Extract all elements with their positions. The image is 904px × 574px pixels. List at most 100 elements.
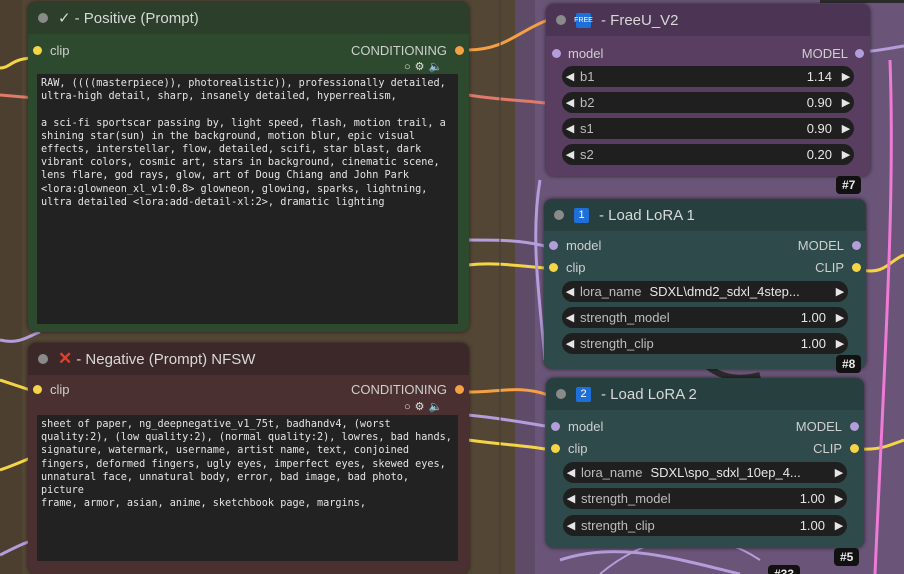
- widget-b2[interactable]: ◀ b2 0.90 ▶: [562, 92, 854, 113]
- increment-arrow-icon[interactable]: ▶: [834, 467, 844, 479]
- widget-value: SDXL\spo_sdxl_10ep_4...: [650, 465, 801, 480]
- clip-input-socket[interactable]: [549, 263, 558, 272]
- node-title: - Negative (Prompt) NFSW: [76, 350, 256, 368]
- model-output-socket[interactable]: [852, 241, 861, 250]
- freeu-icon: FREE: [574, 12, 593, 28]
- model-input-label: model: [568, 419, 604, 434]
- decrement-arrow-icon[interactable]: ◀: [566, 467, 576, 479]
- widget-strength-model[interactable]: ◀ strength_model 1.00 ▶: [562, 307, 848, 328]
- node-title-bar[interactable]: 2 - Load LoRA 2: [546, 378, 864, 410]
- model-output-socket[interactable]: [850, 422, 859, 431]
- gear-icon[interactable]: ⚙: [414, 61, 429, 73]
- circle-icon[interactable]: ○: [404, 61, 415, 73]
- clip-input-label: clip: [50, 382, 70, 397]
- collapse-toggle-icon[interactable]: [38, 354, 48, 364]
- widget-toolbar[interactable]: ○⚙🔈: [404, 400, 446, 413]
- decrement-arrow-icon[interactable]: ◀: [566, 520, 576, 532]
- increment-arrow-icon[interactable]: ▶: [841, 71, 851, 83]
- widget-s2[interactable]: ◀ s2 0.20 ▶: [562, 144, 854, 165]
- increment-arrow-icon[interactable]: ▶: [841, 97, 851, 109]
- widget-s1[interactable]: ◀ s1 0.90 ▶: [562, 118, 854, 139]
- decrement-arrow-icon[interactable]: ◀: [565, 123, 575, 135]
- increment-arrow-icon[interactable]: ▶: [834, 520, 844, 532]
- gear-icon[interactable]: ⚙: [414, 401, 429, 413]
- decrement-arrow-icon[interactable]: ◀: [565, 71, 575, 83]
- model-row: model MODEL: [546, 418, 864, 436]
- clip-output-socket[interactable]: [852, 263, 861, 272]
- widget-strength-clip[interactable]: ◀ strength_clip 1.00 ▶: [562, 333, 848, 354]
- widget-value: 0.90: [806, 121, 832, 136]
- model-output-label: MODEL: [801, 46, 848, 61]
- node-title-bar[interactable]: 1 - Load LoRA 1: [544, 199, 866, 231]
- collapse-toggle-icon[interactable]: [556, 15, 566, 25]
- widget-lora-name[interactable]: ◀ lora_name SDXL\dmd2_sdxl_4step... ▶: [562, 281, 848, 302]
- model-output-label: MODEL: [795, 419, 842, 434]
- model-output-socket[interactable]: [855, 49, 864, 58]
- clip-output-label: CLIP: [815, 260, 844, 275]
- node-title-bar[interactable]: FREE - FreeU_V2: [546, 4, 870, 36]
- widget-lora-name[interactable]: ◀ lora_name SDXL\spo_sdxl_10ep_4... ▶: [563, 462, 847, 483]
- decrement-arrow-icon[interactable]: ◀: [565, 338, 575, 350]
- node-positive-prompt[interactable]: ✓ - Positive (Prompt) clip CONDITIONING …: [28, 2, 469, 332]
- decrement-arrow-icon[interactable]: ◀: [566, 493, 576, 505]
- decrement-arrow-icon[interactable]: ◀: [565, 97, 575, 109]
- increment-arrow-icon[interactable]: ▶: [835, 286, 845, 298]
- prompt-textarea[interactable]: RAW, ((((masterpiece)), photorealistic))…: [37, 74, 458, 324]
- decrement-arrow-icon[interactable]: ◀: [565, 149, 575, 161]
- prompt-textarea[interactable]: sheet of paper, ng_deepnegative_v1_75t, …: [37, 415, 458, 561]
- clip-output-label: CLIP: [813, 441, 842, 456]
- clip-input-label: clip: [568, 441, 588, 456]
- increment-arrow-icon[interactable]: ▶: [834, 493, 844, 505]
- speaker-icon[interactable]: 🔈: [428, 61, 447, 73]
- increment-arrow-icon[interactable]: ▶: [841, 123, 851, 135]
- widget-value: 1.00: [800, 336, 826, 351]
- node-id-badge: #5: [834, 548, 860, 566]
- widget-value: 0.20: [806, 147, 832, 162]
- widget-value: 1.00: [799, 518, 825, 533]
- clip-input-socket[interactable]: [33, 46, 42, 55]
- node-id-badge: #8: [836, 355, 862, 373]
- model-row: model MODEL: [546, 45, 870, 63]
- conditioning-output-socket[interactable]: [455, 385, 464, 394]
- input-clip-row: clip CONDITIONING: [28, 381, 469, 399]
- increment-arrow-icon[interactable]: ▶: [841, 149, 851, 161]
- node-freeu-v2[interactable]: FREE - FreeU_V2 model MODEL ◀ b1 1.14 ▶ …: [546, 4, 870, 176]
- collapse-toggle-icon[interactable]: [556, 389, 566, 399]
- decrement-arrow-icon[interactable]: ◀: [565, 312, 575, 324]
- widget-value: SDXL\dmd2_sdxl_4step...: [649, 284, 800, 299]
- widget-label: lora_name: [581, 465, 643, 480]
- node-title-bar[interactable]: ✓ - Positive (Prompt): [28, 2, 469, 34]
- model-input-socket[interactable]: [551, 422, 560, 431]
- model-input-socket[interactable]: [552, 49, 561, 58]
- widget-label: b1: [580, 69, 595, 84]
- widget-value: 1.00: [800, 310, 826, 325]
- increment-arrow-icon[interactable]: ▶: [835, 312, 845, 324]
- widget-value: 1.14: [806, 69, 832, 84]
- clip-input-socket[interactable]: [33, 385, 42, 394]
- conditioning-output-socket[interactable]: [455, 46, 464, 55]
- increment-arrow-icon[interactable]: ▶: [835, 338, 845, 350]
- model-input-socket[interactable]: [549, 241, 558, 250]
- widget-strength-model[interactable]: ◀ strength_model 1.00 ▶: [563, 488, 847, 509]
- circle-icon[interactable]: ○: [404, 401, 415, 413]
- model-input-label: model: [568, 46, 604, 61]
- widget-toolbar[interactable]: ○⚙🔈: [404, 60, 446, 73]
- collapse-toggle-icon[interactable]: [38, 13, 48, 23]
- collapse-toggle-icon[interactable]: [554, 210, 564, 220]
- clip-output-socket[interactable]: [850, 444, 859, 453]
- node-title: - Load LoRA 1: [599, 206, 695, 224]
- node-id-badge: #7: [836, 176, 862, 194]
- speaker-icon[interactable]: 🔈: [428, 401, 447, 413]
- clip-row: clip CLIP: [546, 440, 864, 458]
- node-negative-prompt[interactable]: ✕ - Negative (Prompt) NFSW clip CONDITIO…: [28, 343, 469, 574]
- widget-b1[interactable]: ◀ b1 1.14 ▶: [562, 66, 854, 87]
- decrement-arrow-icon[interactable]: ◀: [565, 286, 575, 298]
- node-title-bar[interactable]: ✕ - Negative (Prompt) NFSW: [28, 343, 469, 375]
- widget-label: lora_name: [580, 284, 642, 299]
- widget-value: 1.00: [799, 491, 825, 506]
- widget-strength-clip[interactable]: ◀ strength_clip 1.00 ▶: [563, 515, 847, 536]
- clip-input-socket[interactable]: [551, 444, 560, 453]
- node-load-lora-1[interactable]: 1 - Load LoRA 1 model MODEL clip CLIP ◀ …: [544, 199, 866, 369]
- node-load-lora-2[interactable]: 2 - Load LoRA 2 model MODEL clip CLIP ◀ …: [546, 378, 864, 548]
